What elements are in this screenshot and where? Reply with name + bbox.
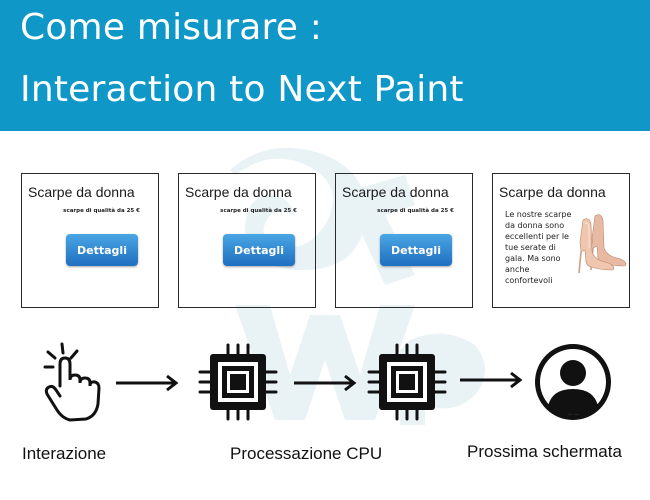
card-description: Le nostre scarpe da donna sono eccellent…: [505, 210, 572, 285]
product-card-1: Scarpe da donna scarpe di qualità da 25 …: [21, 173, 159, 308]
page-title-line1: Come misurare :: [20, 7, 323, 48]
details-button[interactable]: Dettagli: [380, 234, 452, 266]
cpu-chip-icon: [198, 343, 278, 421]
card-title: Scarpe da donna: [342, 184, 449, 200]
card-title: Scarpe da donna: [185, 184, 292, 200]
card-title: Scarpe da donna: [28, 184, 135, 200]
flow-label-next-screen: Prossima schermata: [467, 442, 622, 461]
arrow-right-icon: [116, 374, 179, 392]
product-card-4: Scarpe da donna Le nostre scarpe da donn…: [492, 173, 630, 308]
arrow-right-icon: [460, 371, 523, 389]
shoe-image: [578, 214, 627, 274]
user-avatar-icon: [535, 344, 611, 420]
cpu-chip-icon: [367, 343, 447, 421]
header-banner: Come misurare : Interaction to Next Pain…: [0, 0, 650, 131]
arrow-right-icon: [294, 374, 357, 392]
flow-label-interaction: Interazione: [22, 444, 107, 463]
card-subtitle: scarpe di qualità da 25 €: [63, 208, 140, 214]
card-title: Scarpe da donna: [499, 184, 606, 200]
flow-label-cpu-processing: Processazione CPU: [230, 444, 383, 463]
details-button[interactable]: Dettagli: [223, 234, 295, 266]
product-card-3: Scarpe da donna scarpe di qualità da 25 …: [335, 173, 473, 308]
tap-hand-icon: [43, 342, 101, 422]
card-subtitle: scarpe di qualità da 25 €: [220, 208, 297, 214]
details-button[interactable]: Dettagli: [66, 234, 138, 266]
product-card-2: Scarpe da donna scarpe di qualità da 25 …: [178, 173, 316, 308]
card-subtitle: scarpe di qualità da 25 €: [377, 208, 454, 214]
page-title-line2: Interaction to Next Paint: [20, 69, 464, 110]
